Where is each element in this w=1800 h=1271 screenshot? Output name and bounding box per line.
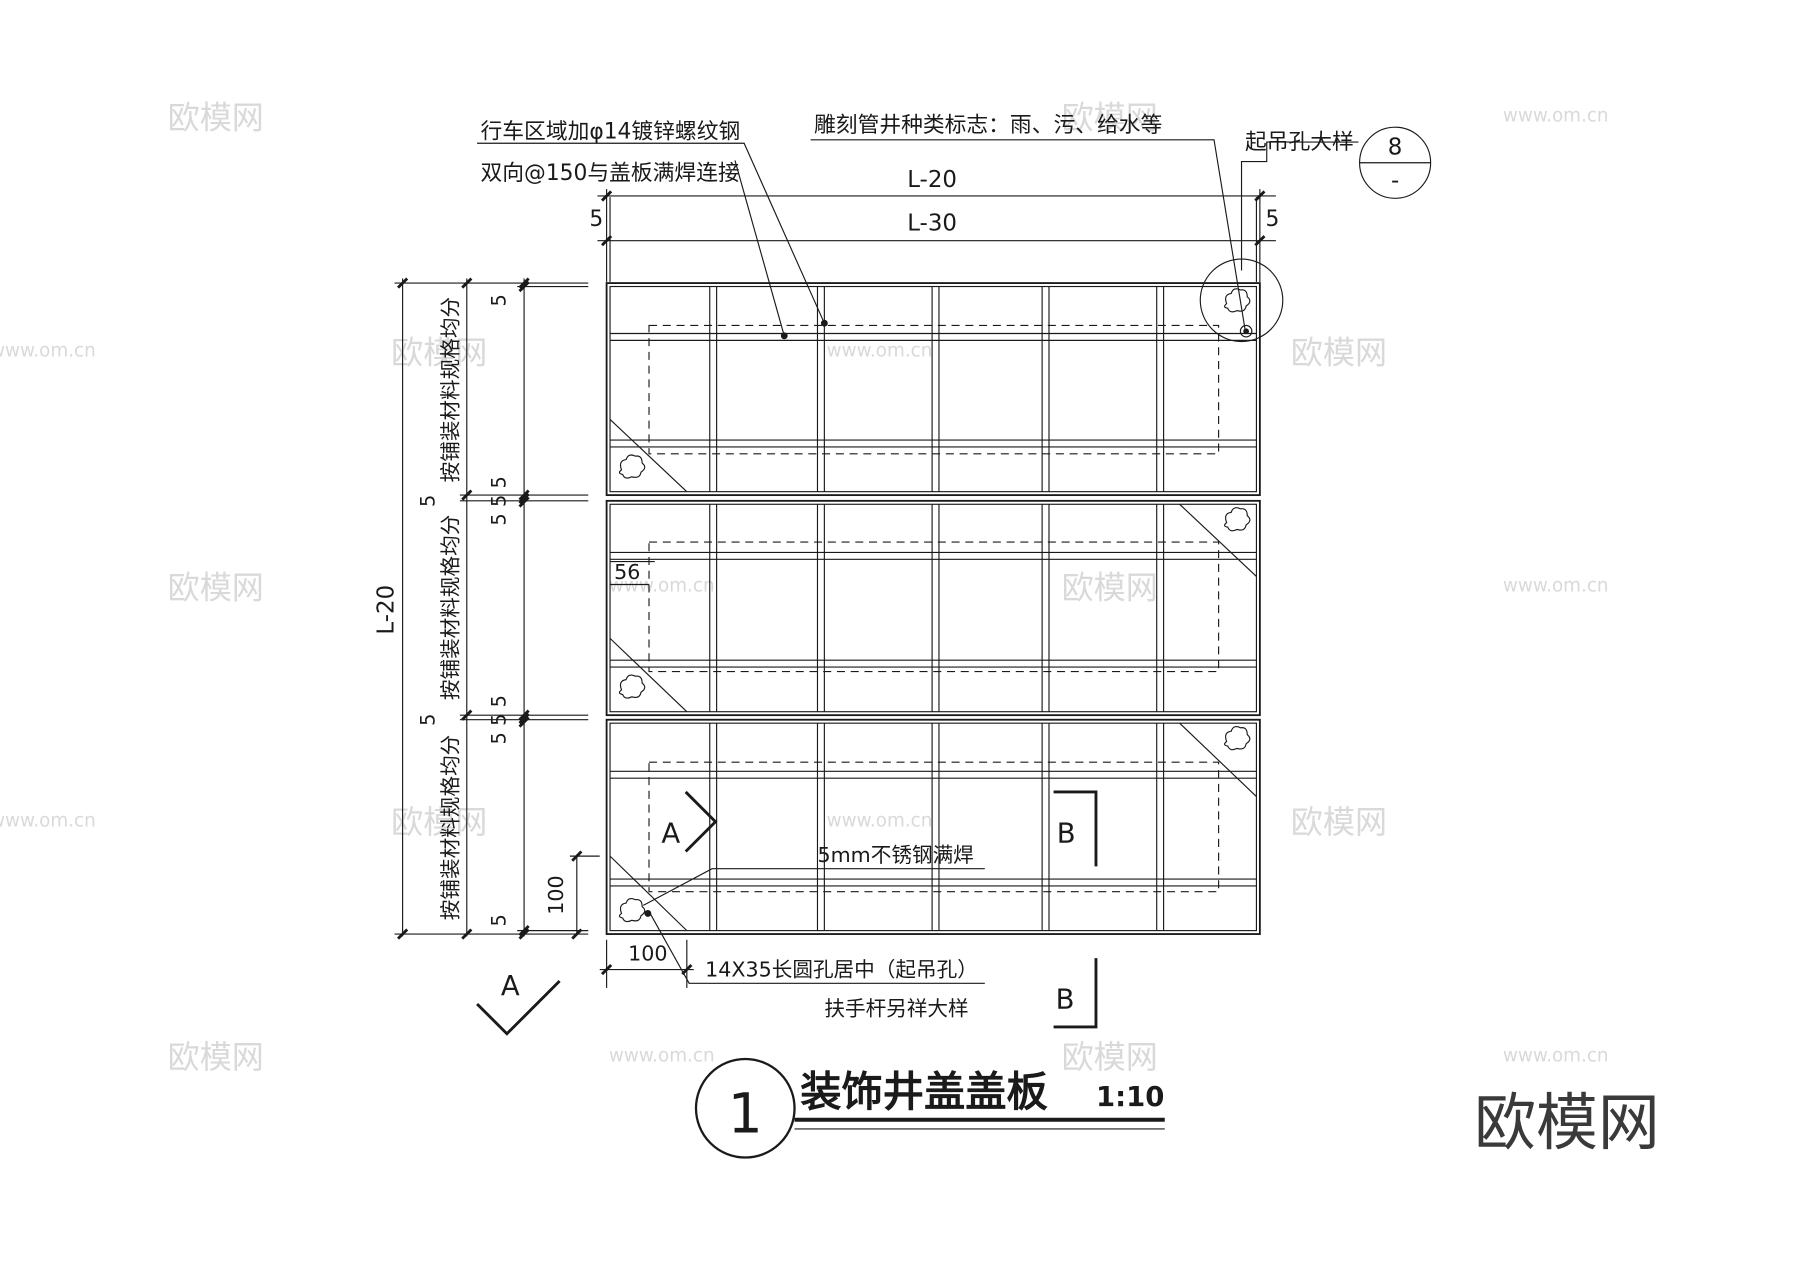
watermark-site: www.om.cn — [609, 1045, 715, 1066]
watermark-logo: 欧模网 — [1474, 1087, 1660, 1159]
dim-joint-mid-1: 5 — [417, 495, 440, 507]
dim-top-left-gap: 5 — [589, 207, 603, 232]
watermark-brand: 欧模网 — [1062, 1038, 1158, 1076]
dim-panel-bottom: 按铺装材料规格均分 — [439, 735, 463, 920]
watermark-brand: 欧模网 — [168, 568, 264, 606]
leader-lines — [477, 139, 1359, 984]
dim-joint-mid-2: 5 — [417, 714, 440, 726]
watermark-brand: 欧模网 — [1291, 333, 1387, 371]
section-b-label-bottom: B — [1056, 984, 1075, 1016]
dim-panel-top: 按铺装材料规格均分 — [439, 297, 463, 482]
watermark-brand: 欧模网 — [1291, 803, 1387, 841]
detail-ref-number: 8 — [1388, 135, 1403, 161]
watermark-site: www.om.cn — [0, 340, 96, 361]
title-detail-circle — [694, 1057, 796, 1159]
section-b-label: B — [1057, 817, 1076, 849]
section-b-bracket-bottom — [1053, 958, 1098, 1029]
watermark-site: www.om.cn — [1503, 105, 1609, 126]
watermark-layer: 欧模网 欧模网 www.om.cn 欧模网 欧模网 www.om.cn www.… — [0, 98, 1660, 1158]
watermark-brand: 欧模网 — [391, 803, 487, 841]
dim-edge-top: 5 — [488, 294, 511, 306]
dim-panel-middle: 按铺装材料规格均分 — [439, 515, 463, 700]
detail-ref-sheet: - — [1391, 168, 1399, 194]
lift-hole-detail-label: 起吊孔大样 — [1245, 130, 1354, 155]
watermark-site: www.om.cn — [0, 810, 96, 831]
handrail-note: 扶手杆另祥大样 — [824, 996, 968, 1020]
dim-joint-1: 5 5 5 — [488, 476, 511, 526]
corner-diagonals — [609, 419, 1257, 932]
top-dimensions — [597, 189, 1276, 282]
watermark-site: www.om.cn — [827, 810, 933, 831]
drawing-text: 行车区域加φ14镀锌螺纹钢 双向@150与盖板满焊连接 雕刻管井种类标志：雨、污… — [373, 113, 1402, 1146]
dim-top-outer: L-30 — [907, 210, 957, 236]
watermark-brand: 欧模网 — [1062, 98, 1158, 136]
dim-left-overall: L-20 — [373, 585, 399, 635]
panel-top — [605, 282, 1261, 497]
watermark-brand: 欧模网 — [168, 1038, 264, 1076]
dim-corner-100-v: 100 — [544, 875, 568, 914]
panel-bottom — [605, 718, 1261, 935]
steel-grid-bars — [610, 286, 1257, 931]
section-a-arrow-bottom — [476, 980, 561, 1036]
rebar-note-line2: 双向@150与盖板满焊连接 — [481, 161, 740, 186]
section-b-bracket — [1053, 790, 1098, 867]
leader-dot — [644, 909, 652, 917]
watermark-brand: 欧模网 — [391, 333, 487, 371]
dim-inset-56: 56 — [614, 560, 640, 584]
drawing-scale: 1:10 — [1096, 1081, 1164, 1113]
engrave-note: 雕刻管井种类标志：雨、污、给水等 — [814, 113, 1162, 138]
weld-note: 5mm不锈钢满焊 — [817, 843, 973, 867]
dim-top-right-gap: 5 — [1266, 207, 1280, 232]
corner-dimensions — [569, 561, 694, 988]
watermark-site: www.om.cn — [1503, 575, 1609, 596]
slot-note: 14X35长圆孔居中（起吊孔） — [705, 957, 978, 981]
panel-top-inner — [609, 285, 1258, 493]
watermark-brand: 欧模网 — [168, 98, 264, 136]
dashed-outlines — [648, 324, 1220, 893]
section-a-label: A — [661, 817, 680, 849]
dim-corner-100-h: 100 — [628, 941, 667, 965]
rebar-note-line1: 行车区域加φ14镀锌螺纹钢 — [481, 120, 741, 145]
watermark-site: www.om.cn — [1503, 1045, 1609, 1066]
section-a-arrow — [684, 790, 718, 853]
watermark-site: www.om.cn — [827, 340, 933, 361]
lift-hole-symbols — [618, 258, 1284, 923]
watermark-site: www.om.cn — [609, 575, 715, 596]
left-dimensions — [394, 277, 589, 940]
drawing-title: 装饰井盖盖板 — [800, 1068, 1048, 1116]
title-detail-number: 1 — [728, 1081, 763, 1145]
watermark-brand: 欧模网 — [1062, 568, 1158, 606]
panel-bottom-inner — [609, 722, 1258, 932]
dim-joint-2: 5 5 5 — [488, 695, 511, 745]
panel-middle — [605, 499, 1261, 717]
cover-plate-drawing — [394, 126, 1432, 1159]
section-markers — [476, 790, 1098, 1036]
panel-middle-inner — [609, 503, 1258, 713]
dim-edge-bottom: 5 — [488, 914, 511, 926]
dim-top-inner: L-20 — [907, 167, 957, 193]
section-a-label-bottom: A — [501, 970, 520, 1002]
